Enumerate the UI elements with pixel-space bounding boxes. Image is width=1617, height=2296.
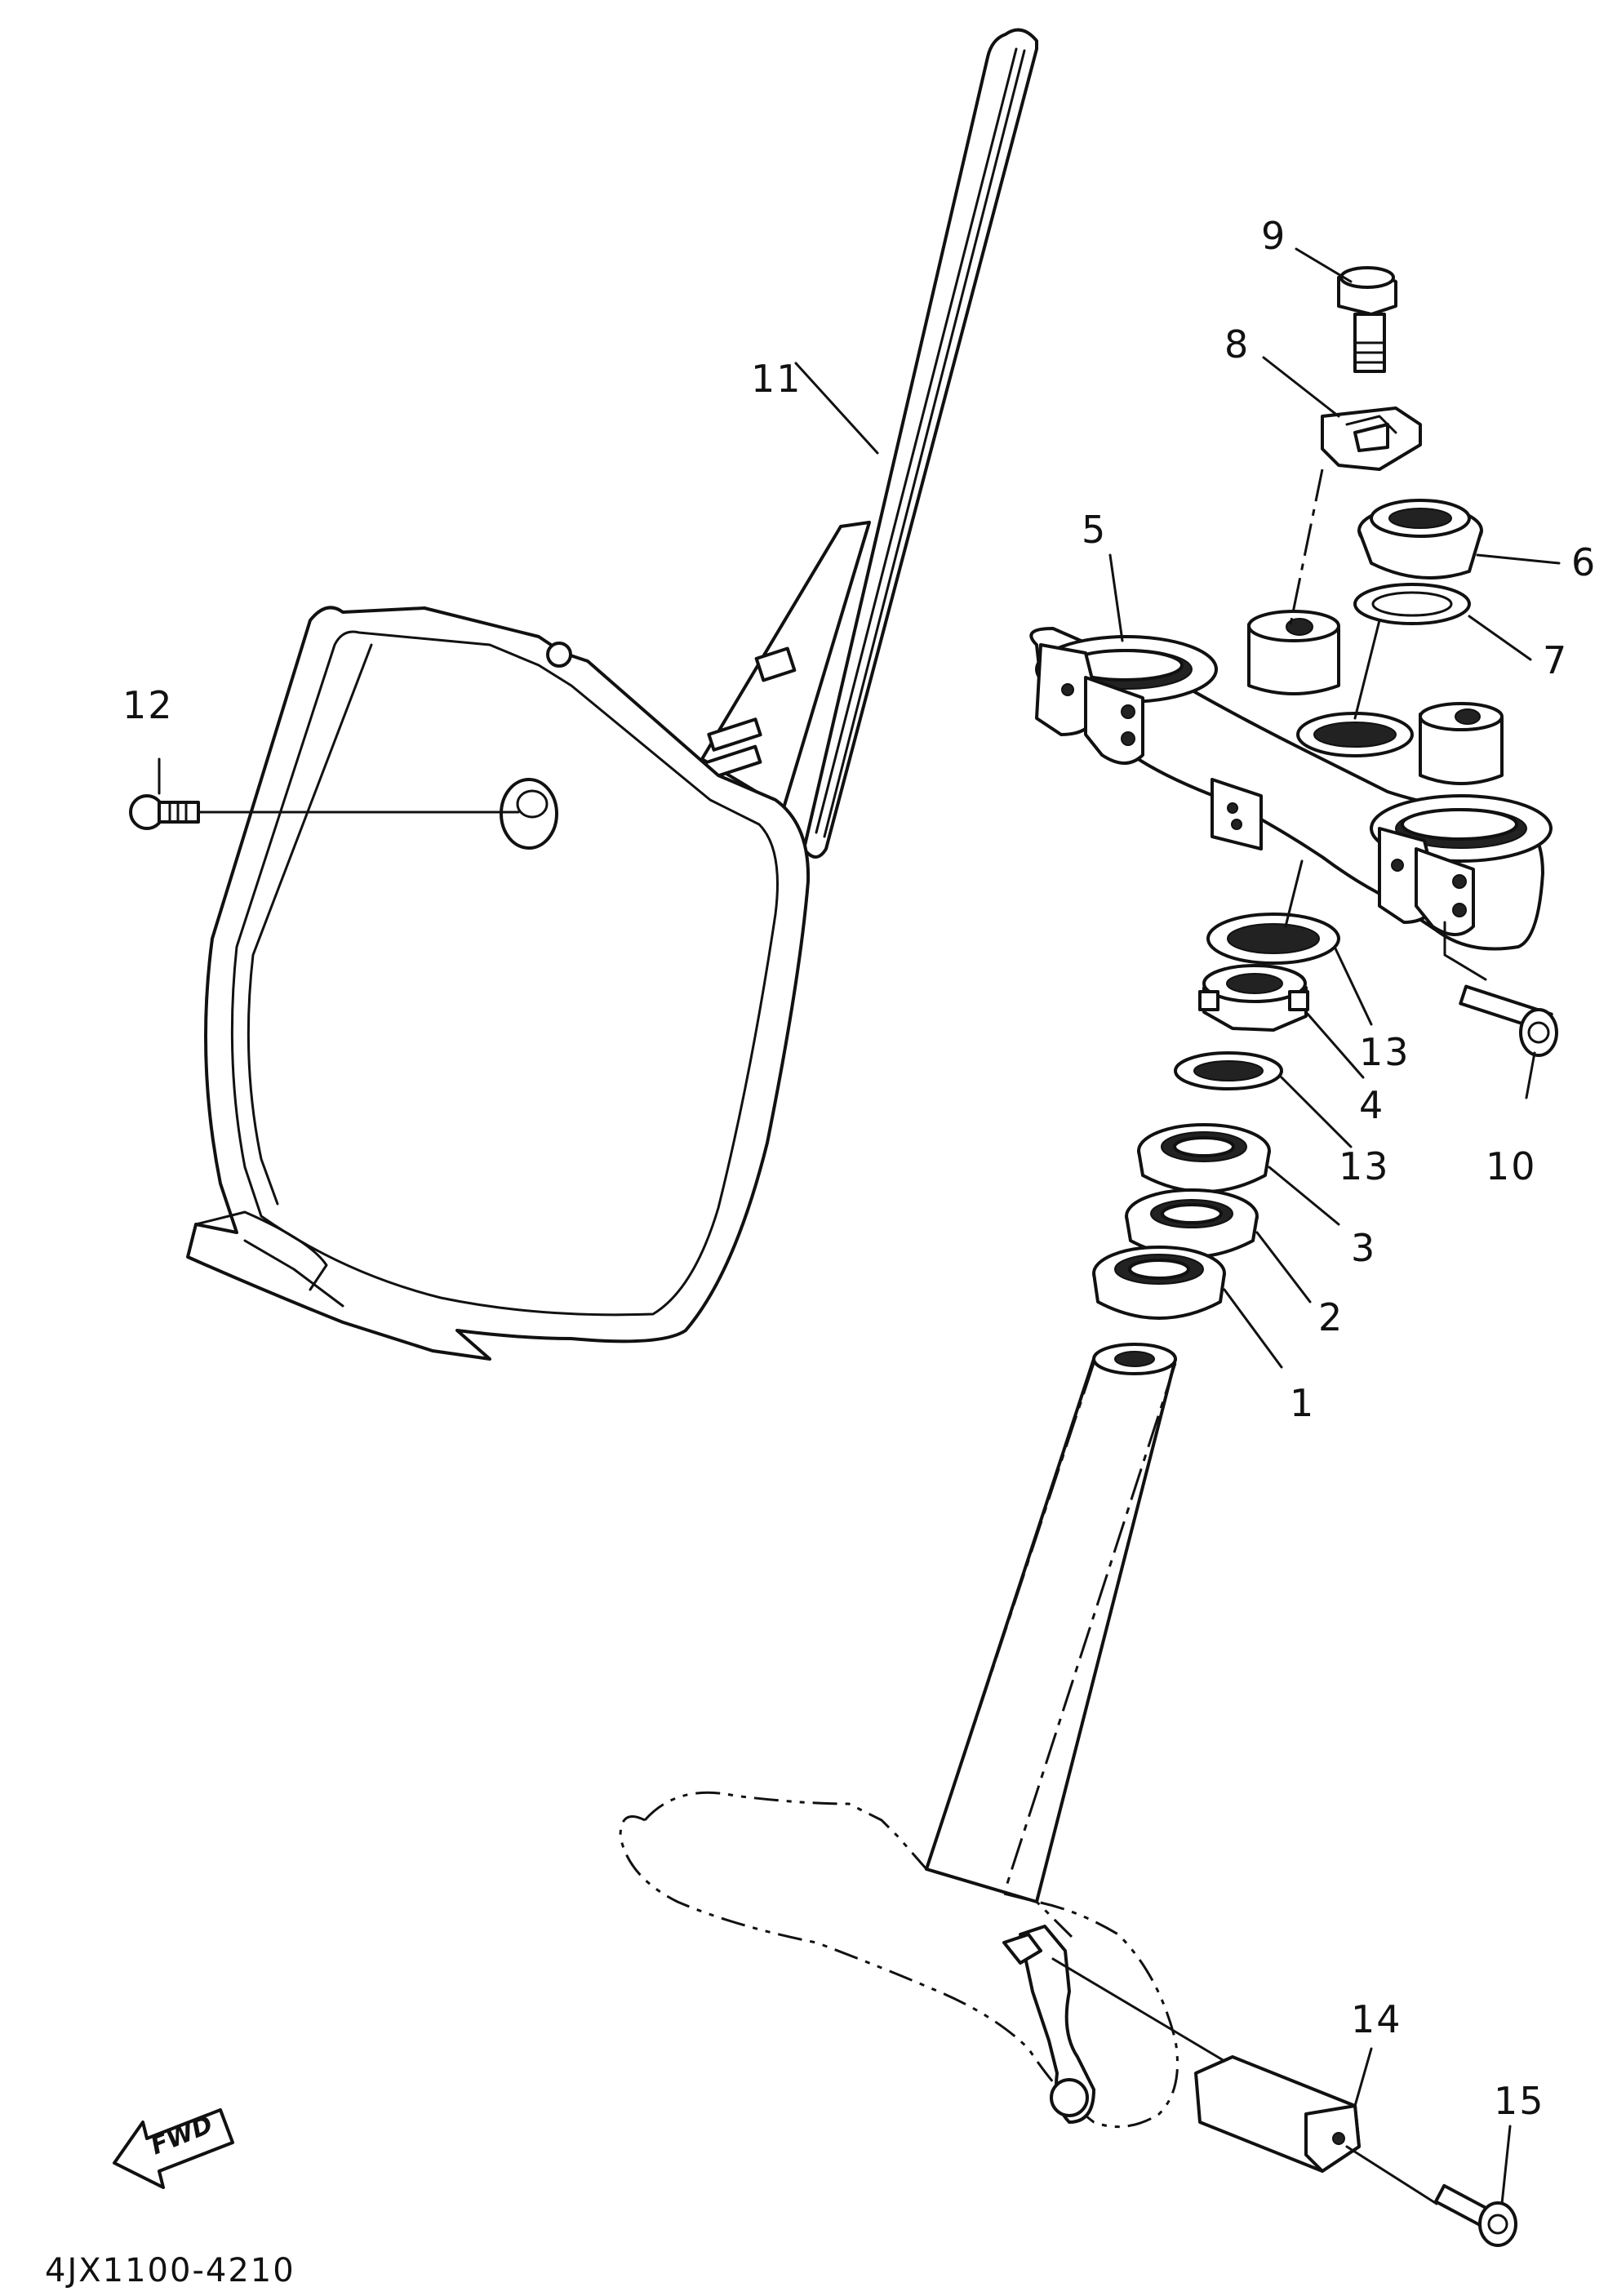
callout-15: 15 (1494, 2079, 1545, 2123)
bolt-part-15[interactable] (1345, 2145, 1517, 2247)
callout-5: 5 (1082, 508, 1107, 552)
callout-14: 14 (1351, 1997, 1402, 2041)
holder-part-8[interactable] (1321, 406, 1422, 471)
washer-part-13-upper[interactable] (1206, 913, 1340, 965)
callout-4: 4 (1359, 1083, 1384, 1127)
forward-direction-arrow: FWD (113, 2108, 234, 2189)
leader-lines (158, 247, 1561, 2205)
callout-7: 7 (1543, 638, 1568, 682)
washer-part-7[interactable] (1353, 583, 1471, 625)
bolt-part-12[interactable] (129, 794, 520, 830)
callout-8: 8 (1224, 322, 1250, 366)
alignment-line-13 (1284, 859, 1304, 928)
alignment-line-7 (1353, 619, 1381, 720)
bolt-part-10[interactable] (1443, 921, 1558, 1057)
washer-part-13-lower[interactable] (1174, 1051, 1283, 1090)
number-plate-part-11[interactable] (186, 28, 1038, 1361)
bearing-race-part-2[interactable] (1125, 1188, 1259, 1259)
callout-labels: 9 8 5 6 7 11 12 13 4 13 10 3 2 1 14 15 (122, 214, 1597, 2123)
bearing-part-1[interactable] (1092, 1246, 1226, 1320)
callout-11: 11 (751, 357, 802, 401)
ring-nut-part-4[interactable] (1198, 964, 1309, 1032)
callout-2: 2 (1318, 1295, 1344, 1339)
stem-lower-bracket (1002, 1925, 1095, 2124)
alignment-line-8 (1288, 469, 1324, 629)
frame-phantom-outline (619, 1791, 1179, 2129)
cable-guide-part-14[interactable] (1051, 1957, 1361, 2173)
seal-part-3[interactable] (1137, 1123, 1271, 1193)
diagram-code: 4JX1100-4210 (45, 2252, 295, 2289)
callout-1: 1 (1290, 1381, 1315, 1425)
steering-stem-shaft (925, 1343, 1177, 1903)
callout-9: 9 (1261, 214, 1286, 258)
bolt-part-9[interactable] (1337, 266, 1397, 373)
callout-13-upper: 13 (1359, 1030, 1410, 1074)
callout-6: 6 (1571, 540, 1597, 584)
callout-12: 12 (122, 683, 174, 727)
nut-part-6[interactable] (1357, 499, 1483, 580)
callout-13-lower: 13 (1339, 1144, 1390, 1188)
upper-bracket-part-5[interactable] (1029, 610, 1553, 951)
callout-3: 3 (1351, 1226, 1376, 1270)
callout-10: 10 (1486, 1144, 1537, 1188)
